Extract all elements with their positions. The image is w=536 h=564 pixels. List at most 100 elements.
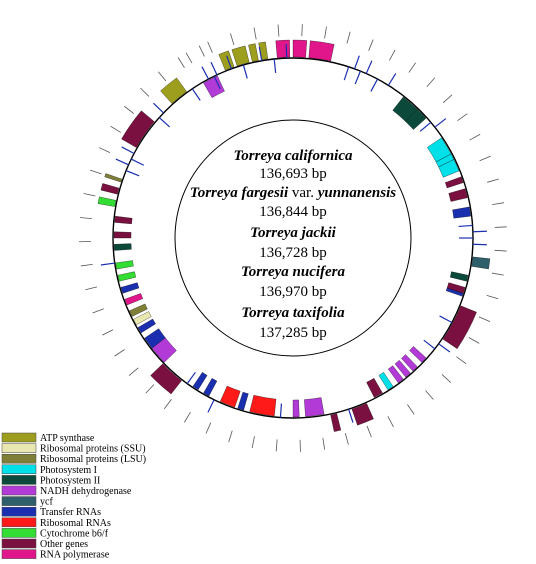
gene-label-mark [184,411,191,423]
gene-label-mark [442,94,453,104]
genome-titles: Torreya californica 136,693 bp Torreya f… [190,148,396,341]
gene-block [394,360,411,378]
gene-label-mark [83,193,96,197]
gene-block [450,271,469,282]
legend-label: ycf [40,497,53,508]
gene-label-mark [158,71,167,82]
gene-label-mark [486,294,499,300]
gene-label-mark [407,404,415,415]
gene-tick [353,55,360,70]
gene-block [120,282,140,294]
gene-label-mark [324,26,327,39]
gene-block [137,318,156,334]
gene-label-mark [408,62,417,73]
gene-block [203,75,225,98]
gene-label-mark [207,41,213,53]
gene-label-mark [301,24,303,37]
gene-tick [365,60,373,74]
gene-block [203,378,218,397]
gene-label-mark [322,437,326,450]
gene-block [401,354,418,372]
gene-label-mark [110,125,121,133]
genome-size-4: 136,970 bp [259,284,327,300]
gene-label-mark [124,105,135,114]
gene-label-mark [228,430,233,443]
gene-tick [273,58,277,73]
gene-tick [153,102,164,114]
gene-block [117,271,136,282]
legend-label: Ribosomal RNAs [40,518,111,529]
gene-block [366,378,383,398]
gene-label-mark [494,226,507,228]
gene-block [97,196,117,207]
gene-tick [207,399,215,413]
gene-label-mark [425,390,434,400]
gene-block [114,216,133,225]
gene-label-mark [387,416,394,428]
gene-block [144,328,166,349]
legend-swatch [1,453,37,464]
legend-label: Photosystem I [40,465,97,476]
legend-label: Ribosomal proteins (LSU) [40,454,146,465]
inner-circle [174,119,412,357]
gene-tick [348,409,354,423]
gene-ticks [100,44,487,423]
gene-block [471,256,491,270]
gene-label-mark [275,439,278,452]
gene-label-mark [468,337,480,344]
gene-tick [434,118,447,128]
gene-label-mark [426,77,436,87]
gene-block [330,413,342,432]
gene-label-mark [487,178,499,183]
gene-label-mark [389,49,396,61]
legend-swatch [1,464,37,475]
gene-label-mark [79,217,92,220]
gene-block [249,395,277,417]
gene-label-mark [177,57,185,68]
gene-tick [354,70,361,85]
legend-label: RNA polymerase [40,550,110,561]
gene-label-mark [92,308,104,314]
legend-swatch [1,528,37,538]
gene-label-mark [253,27,257,40]
gene-label-mark [368,39,374,51]
gene-label-mark [198,45,205,57]
gene-label-mark [230,33,235,45]
gene-tick [439,315,453,324]
gene-tick [100,262,115,266]
genome-name-3: Torreya jackii [250,225,337,241]
gene-block [378,372,394,391]
gene-labels [79,24,507,452]
gene-label-mark [491,272,504,276]
gene-block [438,159,460,178]
gene-tick [115,158,129,166]
gene-block [445,176,464,189]
gene-label-mark [163,399,172,410]
gene-label-mark [205,422,212,434]
gene-label-mark [114,349,125,357]
gene-block [219,385,241,408]
gene-tick [458,224,473,228]
gene-block [448,188,468,202]
legend-swatch [1,432,37,443]
gene-block [292,399,300,418]
genome-size-3: 136,728 bp [259,245,327,261]
gene-label-mark [251,436,255,449]
legend-label: Transfer RNAs [40,507,101,518]
gene-block [100,183,120,195]
legend-label: Other genes [40,539,88,550]
gene-label-mark [478,316,491,322]
gene-label-mark [469,133,481,141]
genome-name-2: Torreya fargesii var. yunnanensis [190,185,396,201]
gene-tick [213,75,221,90]
legend-swatch [1,538,37,549]
gene-block [292,39,307,58]
legend-swatch [1,549,37,559]
gene-tick [130,158,145,166]
gene-block [129,303,148,317]
gene-label-mark [140,87,150,97]
gene-block [113,231,132,239]
legend-swatch [1,496,37,506]
legend-label: NADH dehydrogenase [40,486,132,497]
